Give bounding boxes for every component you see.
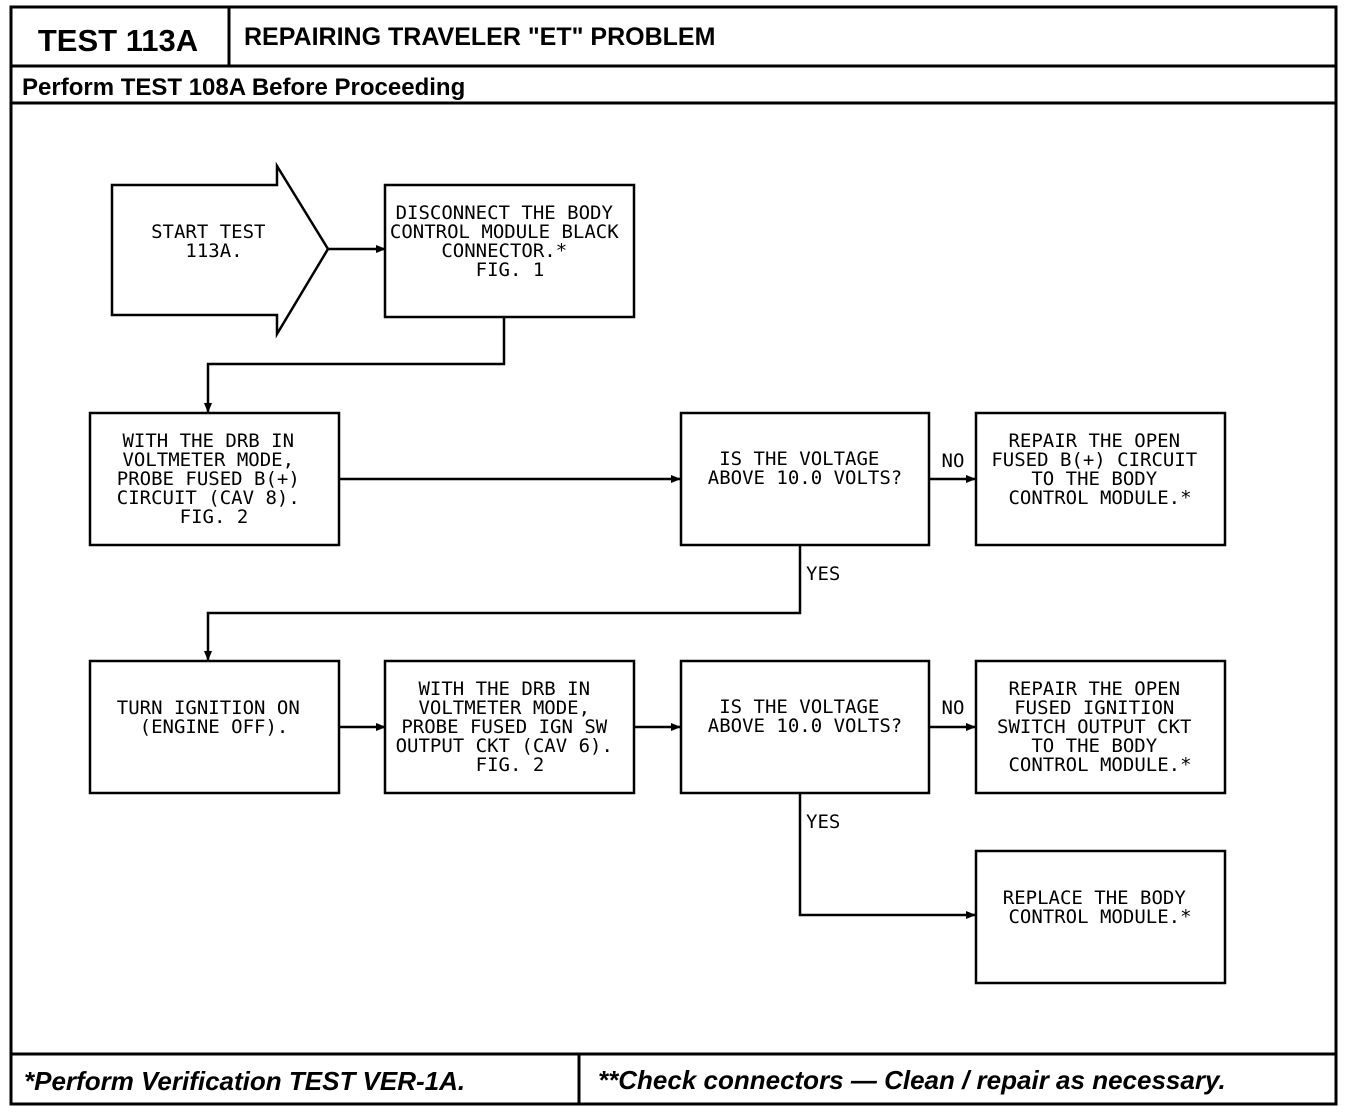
step-replace-module: REPLACE THE BODY CONTROL MODULE.* [974,849,1227,985]
step-probe-fused-b-text: WITH THE DRB IN VOLTMETER MODE, PROBE FU… [117,430,311,528]
step-repair-ignition-circuit: REPAIR THE OPEN FUSED IGNITION SWITCH OU… [974,659,1227,795]
step-replace-module-text: REPLACE THE BODY CONTROL MODULE.* [1003,887,1197,928]
footer-verification-note: *Perform Verification TEST VER-1A. [24,1066,465,1096]
arrow-question-1-yes [204,546,802,661]
step-disconnect-connector: DISCONNECT THE BODY CONTROL MODULE BLACK… [383,183,636,319]
test-title: REPAIRING TRAVELER "ET" PROBLEM [244,23,715,51]
no-label-2: NO [942,697,965,719]
start-text: START TEST 113A. [151,221,277,262]
yes-label-1: YES [806,563,840,585]
step-repair-fused-b-text: REPAIR THE OPEN FUSED B(+) CIRCUIT TO TH… [991,430,1208,509]
decision-voltage-1-text: IS THE VOLTAGE ABOVE 10.0 VOLTS? [708,448,902,489]
no-label-1: NO [942,450,965,472]
step-repair-fused-b: REPAIR THE OPEN FUSED B(+) CIRCUIT TO TH… [974,411,1227,547]
decision-voltage-1: IS THE VOLTAGE ABOVE 10.0 VOLTS? [679,411,931,547]
step-repair-ignition-circuit-text: REPAIR THE OPEN FUSED IGNITION SWITCH OU… [997,678,1203,776]
decision-voltage-2-text: IS THE VOLTAGE ABOVE 10.0 VOLTS? [708,696,902,737]
step-probe-fused-b: WITH THE DRB IN VOLTMETER MODE, PROBE FU… [88,411,341,547]
outer-frame [9,5,1338,1106]
yes-label-2: YES [806,811,840,833]
step-turn-ignition-on: TURN IGNITION ON (ENGINE OFF). [88,659,341,795]
step-probe-ign-sw-text: WITH THE DRB IN VOLTMETER MODE, PROBE FU… [396,678,625,776]
prerequisite-note: Perform TEST 108A Before Proceeding [22,74,465,101]
step-disconnect-text: DISCONNECT THE BODY CONTROL MODULE BLACK… [390,202,630,281]
arrow-question-2-yes [798,794,976,919]
step-probe-ign-sw: WITH THE DRB IN VOLTMETER MODE, PROBE FU… [383,659,636,795]
footer-connectors-note: **Check connectors — Clean / repair as n… [598,1065,1226,1095]
step-turn-ignition-on-text: TURN IGNITION ON (ENGINE OFF). [117,697,311,738]
arrow-disconnect-to-probe-b [204,317,506,413]
decision-voltage-2: IS THE VOLTAGE ABOVE 10.0 VOLTS? [679,659,931,795]
start-arrow-shape [110,161,330,339]
test-id: TEST 113A [38,23,198,58]
